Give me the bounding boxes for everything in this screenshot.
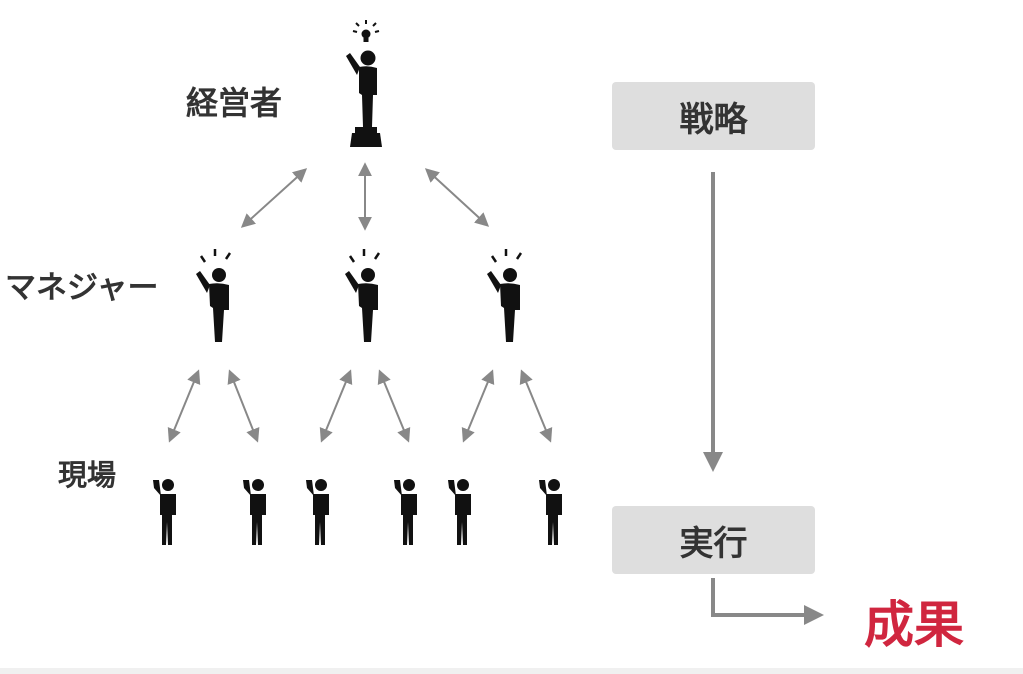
manager-figure-icon <box>487 249 523 342</box>
executive-figure-icon <box>346 20 382 147</box>
manager-label: マネジャー <box>5 270 159 306</box>
double-arrow-icon <box>424 168 490 227</box>
field-worker-figure-icon <box>153 479 176 545</box>
manager-figure-icon <box>196 249 232 342</box>
strategy-box: 戦略 <box>612 82 815 150</box>
execution-to-outcome-arrow-icon <box>711 578 824 625</box>
double-arrow-icon <box>319 369 353 443</box>
outcome-label: 成果 <box>864 596 964 654</box>
field-worker-figure-icon <box>448 479 471 545</box>
executive-label: 経営者 <box>186 84 283 122</box>
execution-box: 実行 <box>612 506 815 574</box>
double-arrow-icon <box>461 369 495 443</box>
double-arrow-icon <box>240 168 308 228</box>
field-label: 現場 <box>58 458 117 492</box>
field-worker-figure-icon <box>243 479 266 545</box>
manager-figure-icon <box>345 249 381 342</box>
bottom-divider <box>0 668 1023 674</box>
field-worker-figure-icon <box>394 479 417 545</box>
double-arrow-icon <box>167 369 201 443</box>
double-arrow-icon <box>377 369 411 443</box>
double-arrow-icon <box>519 369 553 443</box>
field-worker-figure-icon <box>306 479 329 545</box>
field-worker-figure-icon <box>539 479 562 545</box>
double-arrow-icon <box>227 369 260 443</box>
lightbulb-icon <box>352 20 380 42</box>
